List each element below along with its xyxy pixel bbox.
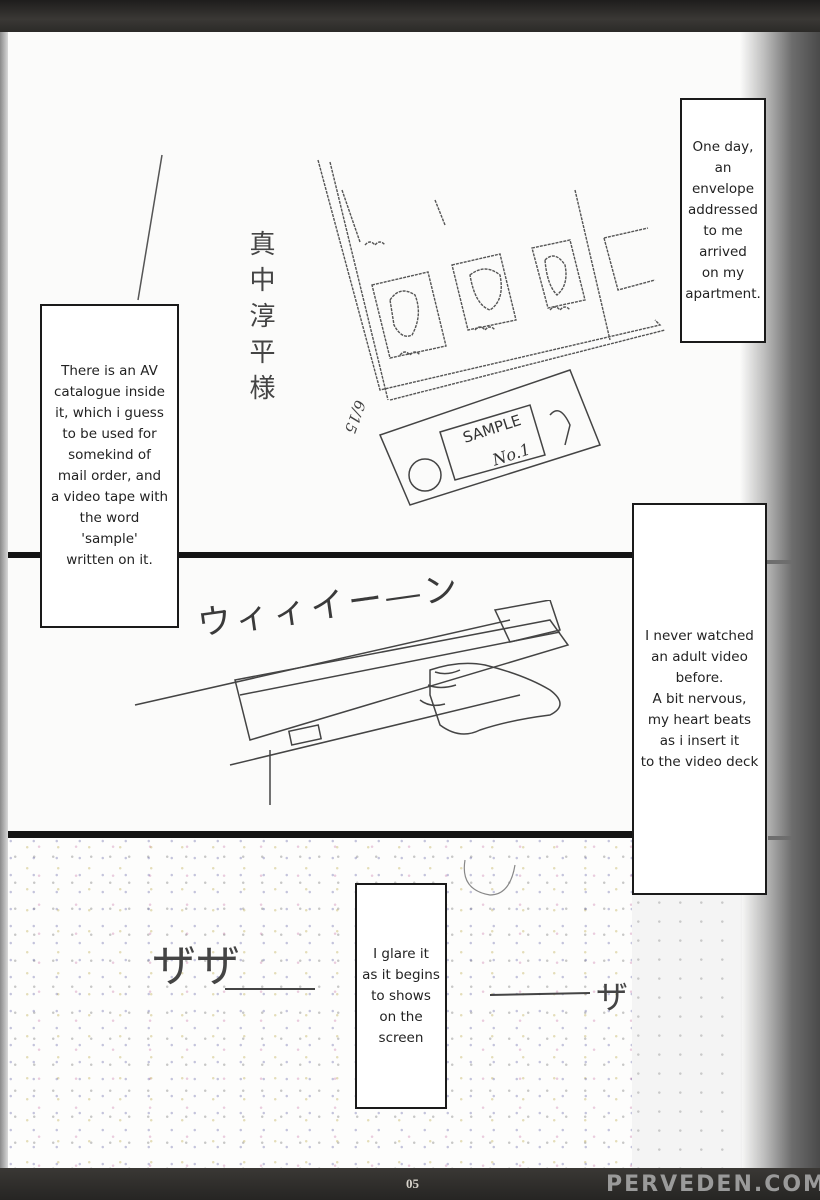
panel-divider-1 — [8, 552, 633, 558]
sfx-static-right: ザ — [596, 978, 629, 1016]
scan-top-edge — [0, 0, 820, 32]
video-deck-hand-sketch — [134, 600, 570, 805]
watermark: PERVEDEN.COM — [606, 1172, 820, 1197]
caption-catalogue: There is an AV catalogue inside it, whic… — [40, 304, 179, 628]
panel-divider-2 — [8, 831, 632, 838]
caption-nervous-overlay: I never watched an adult video before. A… — [632, 503, 767, 895]
av-catalogue-sketch — [317, 159, 666, 401]
scan-left-edge — [0, 32, 8, 1170]
sfx-static-left: ザザ — [152, 941, 240, 992]
static-lines — [225, 988, 591, 996]
caption-envelope-overlay: One day, an envelope addressed to me arr… — [680, 98, 766, 343]
panel-3-static-right — [632, 895, 742, 1170]
static-loop-mark — [463, 859, 516, 896]
scan-bottom-edge — [0, 1168, 820, 1200]
caption-screen: I glare it as it begins to shows on the … — [355, 883, 447, 1109]
page-number: 05 — [406, 1176, 419, 1191]
panel-1-line-art — [137, 154, 163, 301]
handwritten-addressee: 真中淳平様 — [245, 230, 275, 410]
video-tape-sketch — [378, 369, 601, 506]
panel-3-static-screen — [8, 838, 632, 1170]
